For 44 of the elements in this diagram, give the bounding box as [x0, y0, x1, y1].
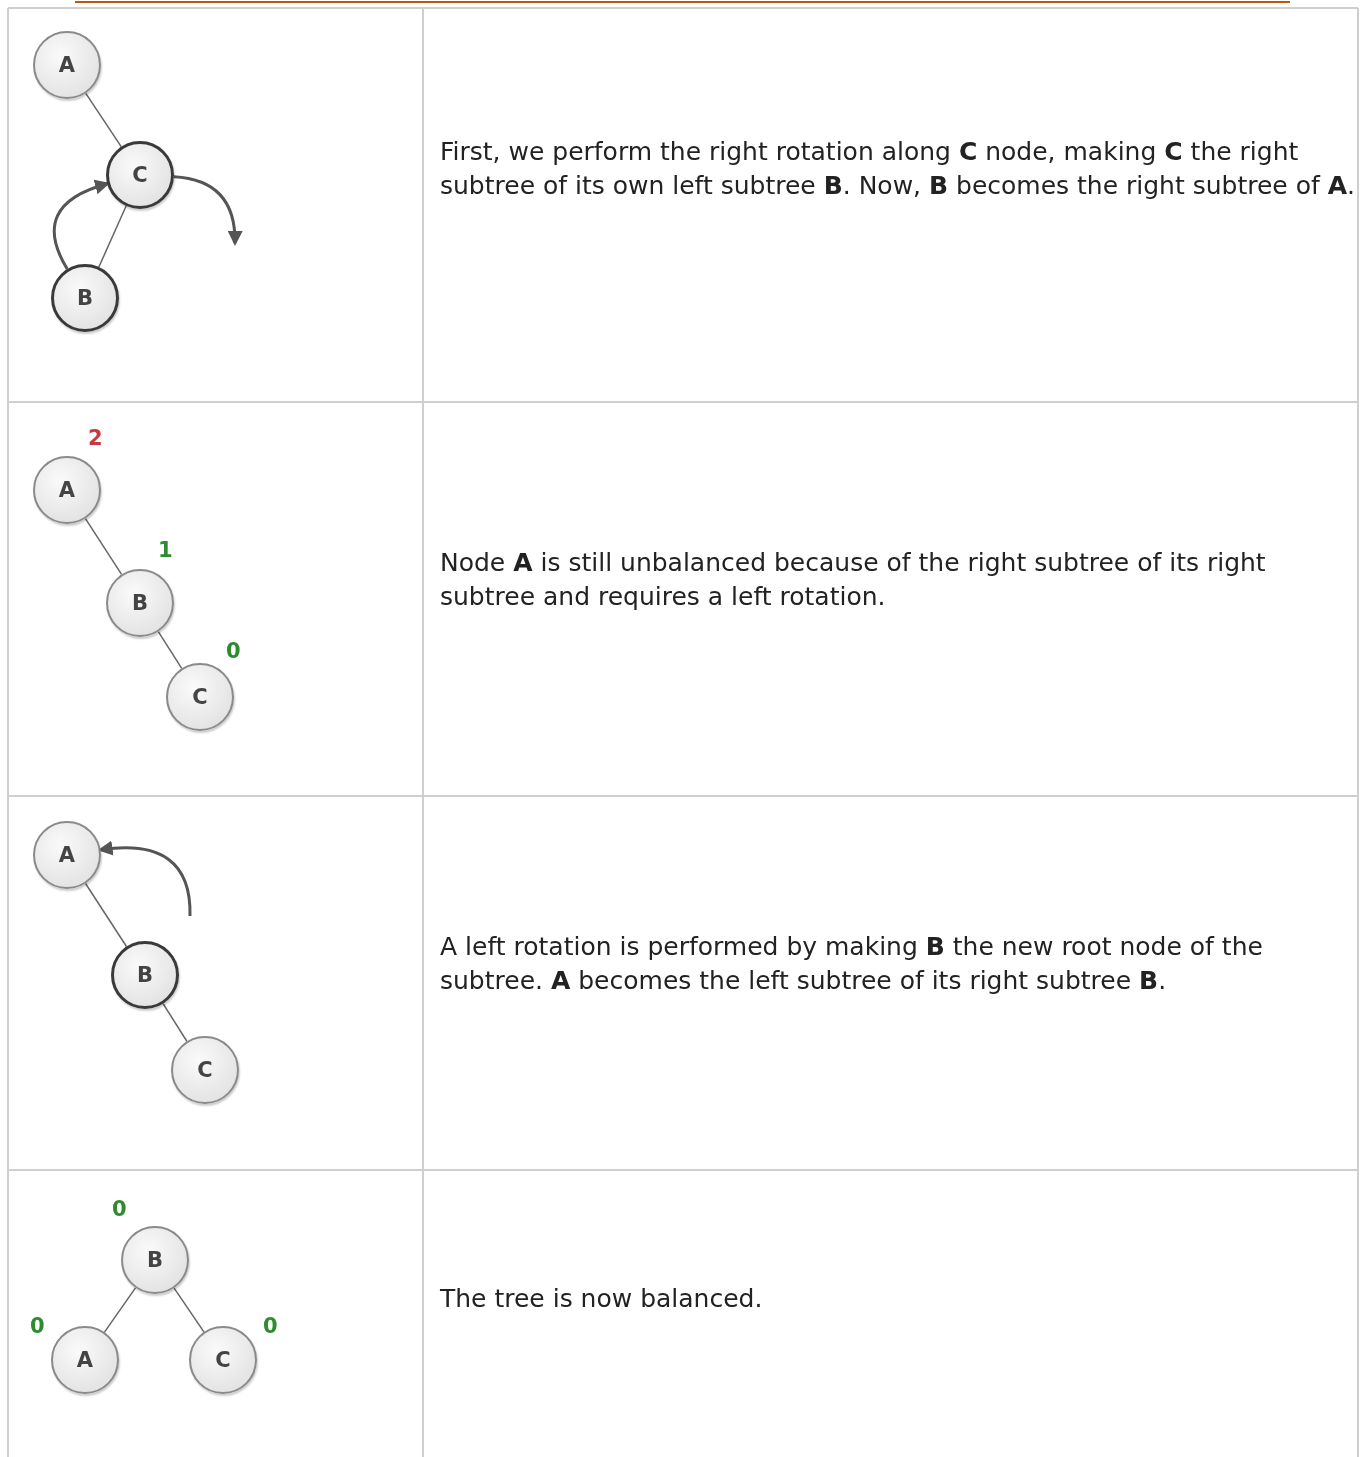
tree-node-circle	[106, 141, 174, 209]
tree-node-circle	[171, 1036, 239, 1104]
tree-node-circle	[33, 821, 101, 889]
balance-factor: 0	[226, 641, 241, 662]
curved-arrow	[52, 180, 110, 270]
tree-node-circle	[121, 1226, 189, 1294]
tree-edge	[84, 882, 128, 948]
tree-edge	[98, 205, 127, 268]
balance-factor: 1	[158, 540, 173, 561]
curved-arrow	[173, 175, 243, 246]
node-letter: A	[58, 479, 76, 501]
node-letter: C	[197, 1059, 213, 1081]
tree-node-circle	[111, 941, 179, 1009]
balance-factor: 0	[263, 1316, 278, 1337]
tree-edge	[173, 1287, 205, 1333]
tree-edge	[103, 1287, 137, 1333]
node-letter: C	[192, 686, 208, 708]
balance-factor: 0	[30, 1316, 45, 1337]
tree-edge	[157, 630, 183, 670]
tree-node-circle	[51, 1326, 119, 1394]
node-letter: B	[147, 1249, 163, 1271]
node-letter: C	[132, 164, 148, 186]
description-paragraph: Node A is still unbalanced because of the right subtree of its right subtree and requires a left rotation.	[440, 547, 1267, 613]
description-paragraph: The tree is now balanced.	[440, 1283, 764, 1315]
tree-node-circle	[166, 663, 234, 731]
tree-node-circle	[33, 456, 101, 524]
node-letter: A	[76, 1349, 94, 1371]
tree-node-circle	[33, 31, 101, 99]
tree-node-circle	[106, 569, 174, 637]
node-letter: B	[132, 592, 148, 614]
node-letter: A	[58, 54, 76, 76]
tree-node-circle	[51, 264, 119, 332]
tree-edge	[84, 517, 123, 576]
tree-edge	[162, 1003, 188, 1042]
node-letter: B	[77, 287, 93, 309]
node-letter: A	[58, 844, 76, 866]
tree-node-circle	[189, 1326, 257, 1394]
balance-factor: 0	[112, 1199, 127, 1220]
description-paragraph: A left rotation is performed by making B the new root node of the subtree. A becomes the left subtree of its right subtree B.	[440, 931, 1264, 997]
tree-edge	[85, 92, 122, 148]
node-letter: B	[137, 964, 153, 986]
description-paragraph: First, we perform the right rotation along C node, making C the right subtree of its own left subtree B. Now, B becomes the right subtree of A.	[440, 136, 1355, 202]
node-letter: C	[215, 1349, 231, 1371]
balance-factor: 2	[88, 428, 103, 449]
